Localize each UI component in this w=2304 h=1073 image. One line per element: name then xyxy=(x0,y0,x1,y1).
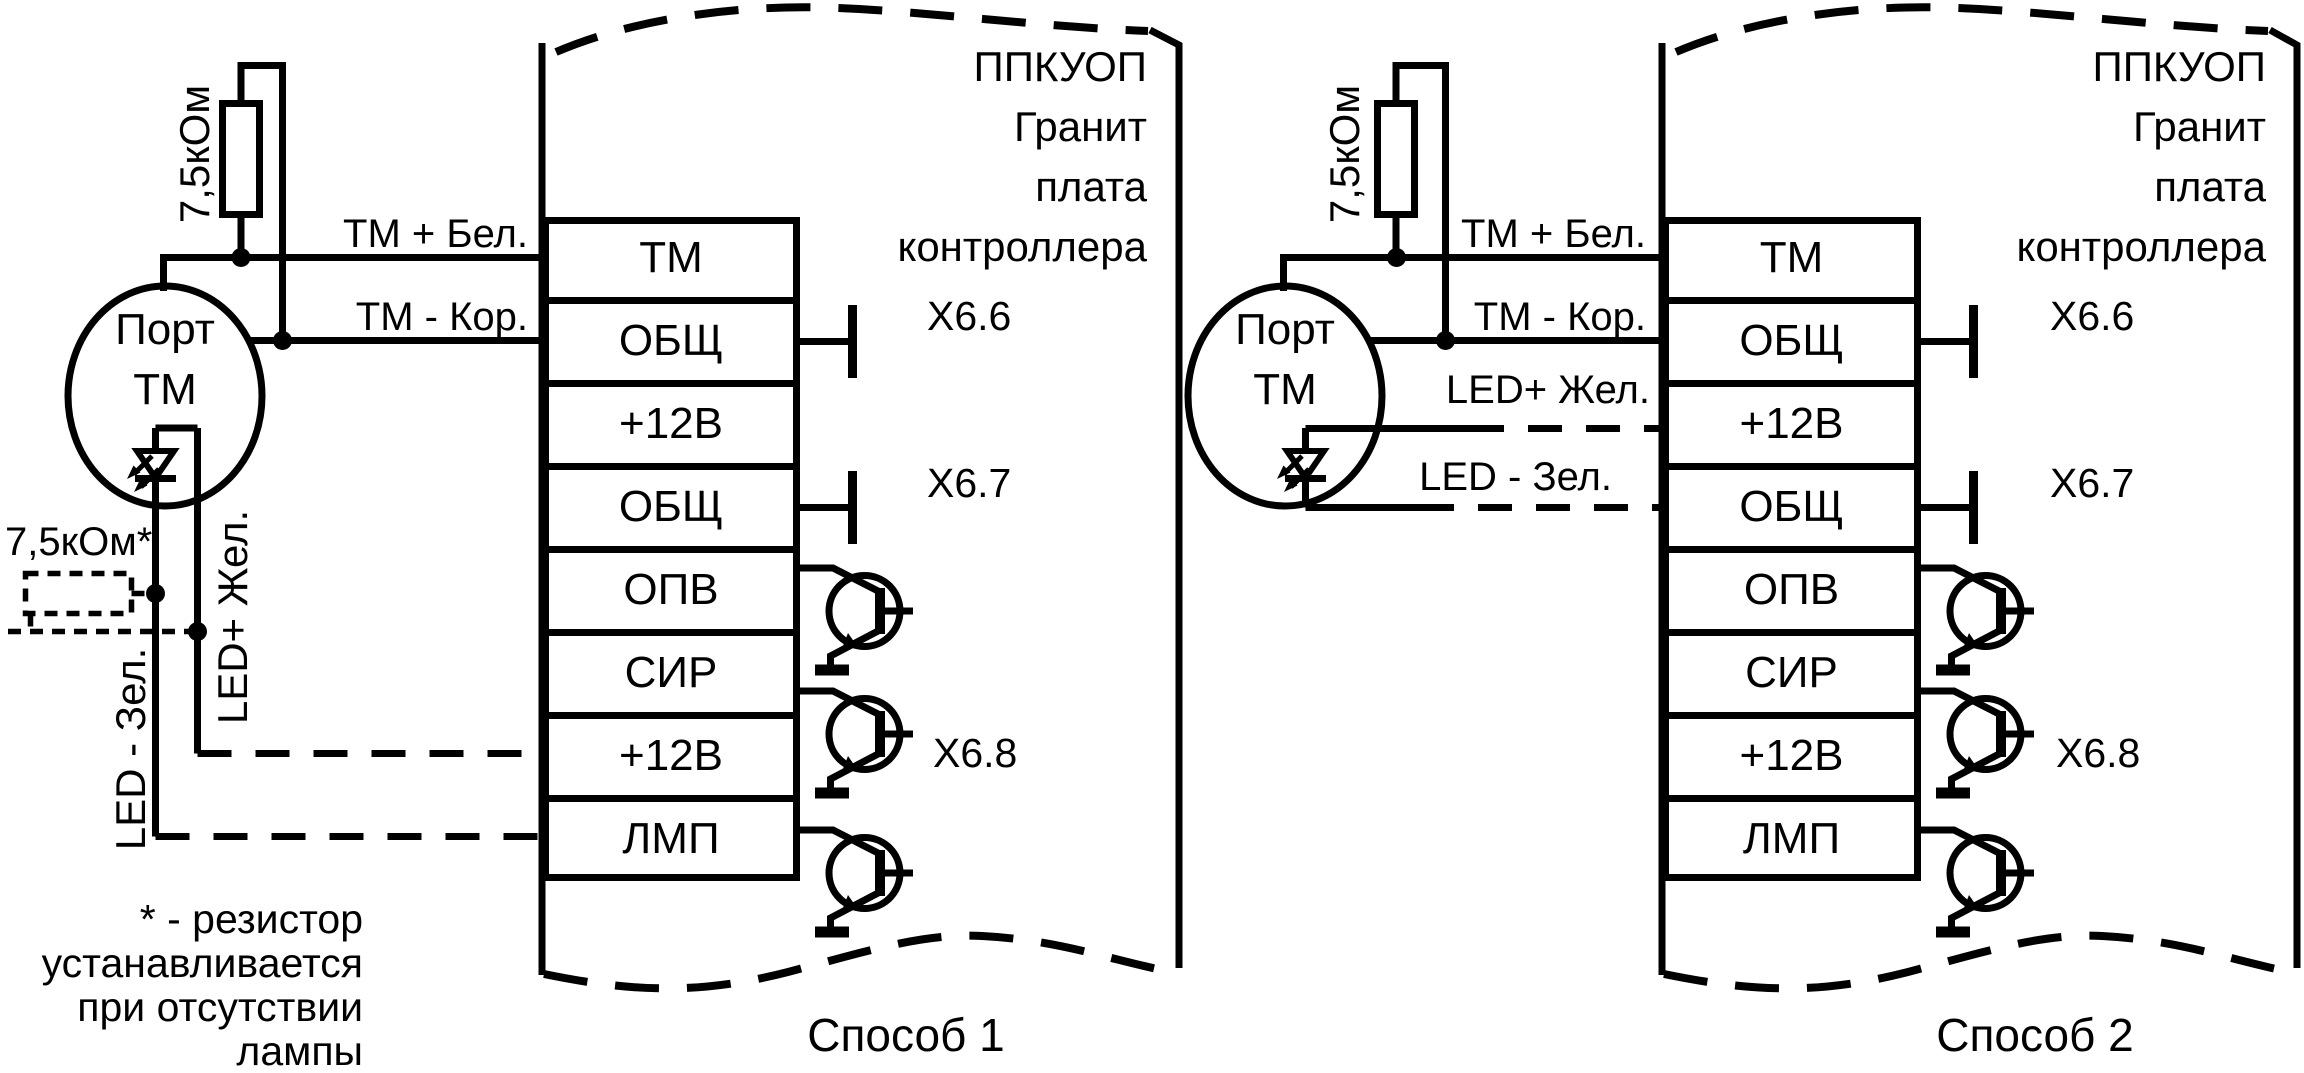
panel-title-method1: ППКУОП Гранит плата контроллера xyxy=(897,37,1147,277)
transistor-sir-method2 xyxy=(1921,687,2034,799)
reader-label-line1-method2: Порт xyxy=(1235,305,1335,354)
reader-label-line2-method2: ТМ xyxy=(1253,365,1317,414)
panel-title-line: контроллера xyxy=(897,223,1147,270)
wire-label-led-plus-method1: LED+ Жел. xyxy=(208,509,256,725)
terminal-opv-method1: ОПВ xyxy=(623,565,719,615)
panel-title-line: ППКУОП xyxy=(2092,43,2266,90)
connector-label-x66-method2: X6.6 xyxy=(2050,293,2135,339)
optional-resistor-method1 xyxy=(8,570,197,635)
panel-title-method2: ППКУОП Гранит плата контроллера xyxy=(2016,37,2266,277)
terminal-12v2-method2: +12В xyxy=(1739,731,1844,781)
connector-label-x67-method2: X6.7 xyxy=(2050,460,2135,506)
panel-title-line: ППКУОП xyxy=(973,43,1147,90)
led-wires-method1 xyxy=(152,428,542,840)
led-symbol-method2 xyxy=(1277,428,1330,492)
junction-dot xyxy=(231,248,251,267)
connector-label-x67-method1: X6.7 xyxy=(927,460,1012,506)
resistor-value-optional: 7,5кОм* xyxy=(5,520,153,564)
junction-dot xyxy=(1387,248,1406,267)
transistor-lmp-method1 xyxy=(800,826,913,938)
wire-label-tm-plus-method1: ТМ + Бел. xyxy=(343,212,528,256)
tm-wires-method1 xyxy=(160,62,542,350)
connector-label-x66-method1: X6.6 xyxy=(927,293,1012,339)
wire-label-tm-minus-method2: ТМ - Кор. xyxy=(1473,295,1646,339)
footnote-line: * - резистор xyxy=(139,896,363,942)
panel-title-line: Гранит xyxy=(1014,103,1147,150)
terminal-12v1-method1: +12В xyxy=(619,399,723,449)
panel-title-line: Гранит xyxy=(2133,103,2266,150)
terminal-sir-method2: СИР xyxy=(1745,648,1838,698)
terminal-tm-method2: ТМ xyxy=(1759,233,1824,283)
footnote-line: при отсутствии xyxy=(77,984,363,1030)
panel-title-line: контроллера xyxy=(2016,223,2266,270)
terminal-block-method2 xyxy=(1662,217,1921,881)
terminal-block-method1 xyxy=(542,217,800,881)
pullup-resistor-method2 xyxy=(1374,100,1418,218)
terminal-obsh2-method2: ОБЩ xyxy=(1739,482,1844,532)
wire-label-led-plus-method2: LED+ Жел. xyxy=(1445,368,1650,412)
junction-dot xyxy=(188,622,207,641)
connector-label-x68-method1: X6.8 xyxy=(933,730,1018,776)
terminal-tm-method1: ТМ xyxy=(639,233,703,283)
transistor-opv-method2 xyxy=(1921,564,2034,676)
terminal-lmp-method2: ЛМП xyxy=(1742,814,1841,864)
wire-label-tm-minus-method1: ТМ - Кор. xyxy=(355,295,528,339)
transistor-lmp-method2 xyxy=(1921,826,2034,938)
panel-title-line: плата xyxy=(2154,163,2266,210)
terminal-12v1-method2: +12В xyxy=(1739,399,1844,449)
tm-wires-method2 xyxy=(1280,62,1662,350)
connector-label-x68-method2: X6.8 xyxy=(2056,730,2141,776)
ground-symbol-x67-method1 xyxy=(800,471,857,544)
footnote-line: лампы xyxy=(236,1028,363,1073)
footnote: * - резистор устанавливается при отсутст… xyxy=(42,897,363,1073)
resistor-value-method2: 7,5кОм xyxy=(1320,84,1368,224)
pullup-resistor-method1 xyxy=(219,100,263,218)
panel-title-line: плата xyxy=(1035,163,1147,210)
terminal-sir-method1: СИР xyxy=(624,648,718,698)
wire-label-tm-plus-method2: ТМ + Бел. xyxy=(1461,212,1646,256)
terminal-lmp-method1: ЛМП xyxy=(622,814,720,864)
terminal-obsh1-method2: ОБЩ xyxy=(1739,316,1844,366)
transistor-opv-method1 xyxy=(800,564,913,676)
reader-label-line1-method1: Порт xyxy=(115,305,215,354)
transistor-sir-method1 xyxy=(800,687,913,799)
ground-symbol-x67-method2 xyxy=(1921,471,1978,544)
terminal-opv-method2: ОПВ xyxy=(1743,565,1840,615)
footnote-line: устанавливается xyxy=(41,940,363,986)
resistor-value-method1: 7,5кОм xyxy=(170,84,218,224)
led-wires-method2 xyxy=(1302,425,1662,511)
caption-method2: Способ 2 xyxy=(1936,1009,2134,1061)
terminal-obsh1-method1: ОБЩ xyxy=(618,316,724,366)
wire-label-led-minus-method1: LED - Зел. xyxy=(106,647,154,851)
ground-symbol-x66-method2 xyxy=(1921,305,1978,378)
junction-dot xyxy=(1436,331,1455,350)
wire-label-led-minus-method2: LED - Зел. xyxy=(1419,455,1612,499)
ground-symbol-x66-method1 xyxy=(800,305,857,378)
terminal-12v2-method1: +12В xyxy=(619,731,723,781)
reader-label-line2-method1: ТМ xyxy=(133,365,197,414)
led-symbol-method1 xyxy=(127,424,198,492)
terminal-obsh2-method1: ОБЩ xyxy=(618,482,724,532)
junction-dot xyxy=(273,331,292,350)
junction-dot xyxy=(146,584,165,603)
caption-method1: Способ 1 xyxy=(807,1009,1005,1061)
